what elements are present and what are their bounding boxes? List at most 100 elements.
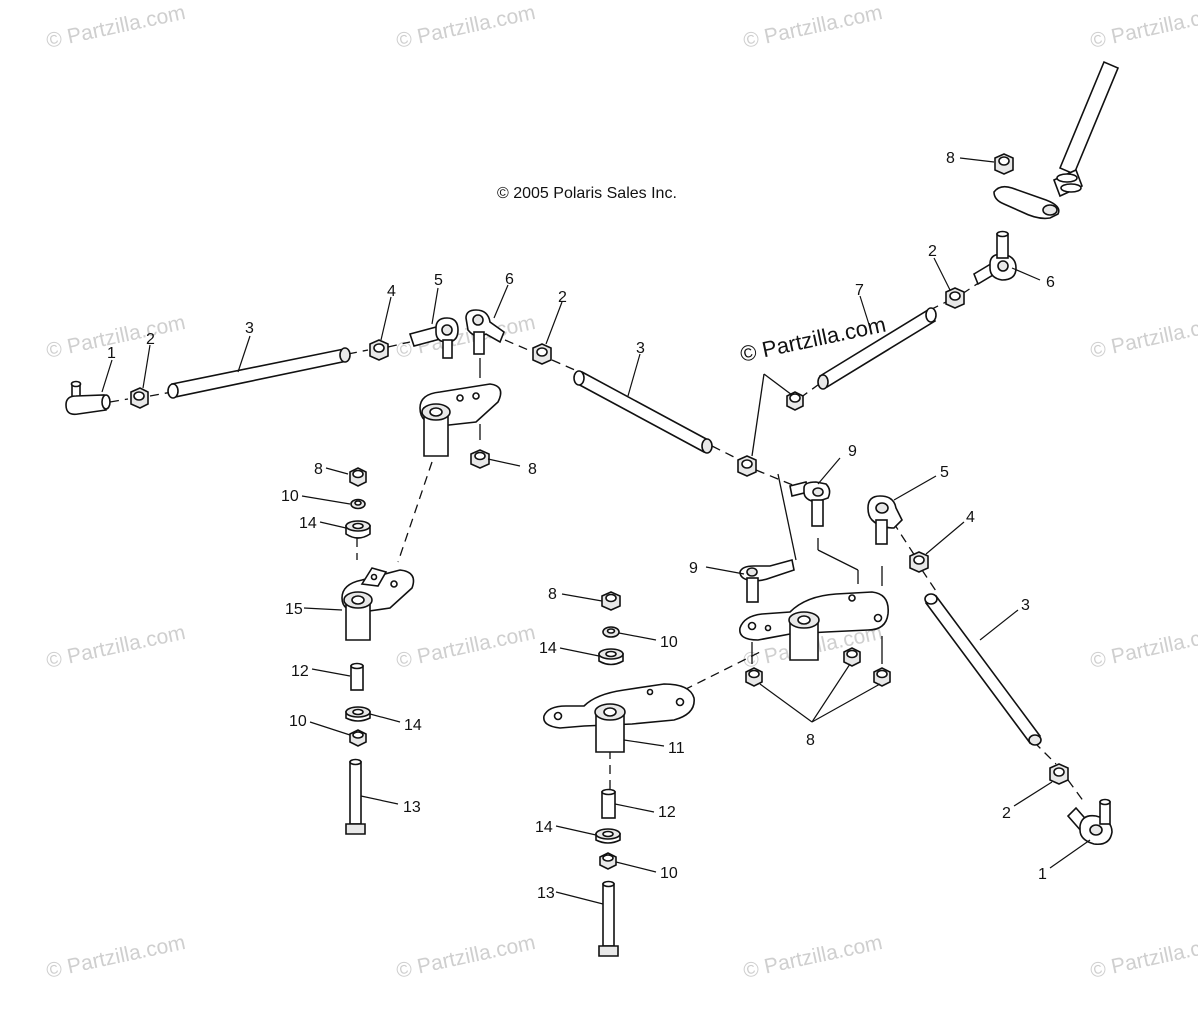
idler-arm-11[interactable] xyxy=(543,683,695,753)
spacer-14a[interactable] xyxy=(345,520,371,539)
tie-rod-tube-right[interactable] xyxy=(924,593,1042,746)
callout-8: 8 xyxy=(548,586,557,603)
bolt-13b[interactable] xyxy=(598,880,619,957)
callout-7: 7 xyxy=(855,282,864,299)
washer-10c[interactable] xyxy=(602,626,620,638)
callout-1: 1 xyxy=(107,345,116,362)
tie-rod-end-5[interactable] xyxy=(408,317,459,359)
assembly-line xyxy=(1067,779,1085,803)
callout-6: 6 xyxy=(1046,274,1055,291)
assembly-line xyxy=(711,445,741,461)
callout-1: 1 xyxy=(1038,866,1047,883)
callout-10: 10 xyxy=(660,865,678,882)
assembly-line xyxy=(504,339,534,353)
lock-nut-8e-2[interactable] xyxy=(843,647,861,667)
jam-nut-2d[interactable] xyxy=(1049,763,1069,785)
callout-15: 15 xyxy=(285,601,303,618)
watermark-text: © Partzilla.com xyxy=(394,621,537,673)
washer-10d[interactable] xyxy=(599,852,617,870)
callout-5: 5 xyxy=(940,464,949,481)
callout-10: 10 xyxy=(660,634,678,651)
center-plate-assembly[interactable] xyxy=(739,591,889,661)
tie-rod-tube-left[interactable] xyxy=(167,347,351,399)
bushing-12a[interactable] xyxy=(350,662,364,691)
assembly-line xyxy=(387,341,411,348)
lock-nut-8a[interactable] xyxy=(470,449,490,469)
spacer-14b[interactable] xyxy=(345,706,371,722)
idler-arm-15[interactable] xyxy=(341,567,415,641)
bolt-13a[interactable] xyxy=(345,758,366,835)
callout-3: 3 xyxy=(636,340,645,357)
jam-nut-2b[interactable] xyxy=(532,343,552,365)
callout-10: 10 xyxy=(289,713,307,730)
tie-rod-end-6-right[interactable] xyxy=(973,230,1017,286)
tie-rod-tube-7[interactable] xyxy=(817,307,937,390)
spacer-14d[interactable] xyxy=(595,828,621,844)
jam-nut-2-ur[interactable] xyxy=(786,391,804,411)
callout-9: 9 xyxy=(689,560,698,577)
assembly-line xyxy=(397,461,433,563)
lock-nut-8d[interactable] xyxy=(601,591,621,611)
tie-rod-end-9-lower[interactable] xyxy=(739,559,795,603)
assembly-line xyxy=(109,398,129,403)
jam-nut-2c[interactable] xyxy=(945,287,965,309)
callout-4: 4 xyxy=(387,283,396,300)
callout-9: 9 xyxy=(848,443,857,460)
copyright-notice: © 2005 Polaris Sales Inc. xyxy=(497,185,677,202)
watermark-text: © Partzilla.com xyxy=(1088,621,1198,673)
watermark-text: © Partzilla.com xyxy=(44,931,187,983)
callout-8: 8 xyxy=(314,461,323,478)
lock-nut-8b[interactable] xyxy=(349,467,367,487)
jam-nut-2e[interactable] xyxy=(737,455,757,477)
spacer-14c[interactable] xyxy=(598,648,624,666)
callout-2: 2 xyxy=(928,243,937,260)
assembly-line xyxy=(1033,741,1057,765)
watermark-text: © Partzilla.com xyxy=(741,931,884,983)
jam-nut-4[interactable] xyxy=(369,339,389,361)
lock-nut-8-top-right[interactable] xyxy=(994,153,1014,175)
bushing-12b[interactable] xyxy=(601,788,616,819)
callout-8: 8 xyxy=(806,732,815,749)
lock-nut-8e-1[interactable] xyxy=(745,667,763,687)
callout-3: 3 xyxy=(245,320,254,337)
watermark-text: © Partzilla.com xyxy=(741,1,884,53)
callout-12: 12 xyxy=(291,663,309,680)
tie-rod-end-6-left[interactable] xyxy=(465,309,505,355)
watermark-text: © Partzilla.com xyxy=(394,931,537,983)
callout-14: 14 xyxy=(299,515,317,532)
callout-8: 8 xyxy=(528,461,537,478)
callout-3: 3 xyxy=(1021,597,1030,614)
callout-2: 2 xyxy=(1002,805,1011,822)
steering-shaft-assembly[interactable] xyxy=(993,60,1120,220)
callout-14: 14 xyxy=(539,640,557,657)
callout-11: 11 xyxy=(668,740,685,757)
callout-13: 13 xyxy=(537,885,555,902)
callout-12: 12 xyxy=(658,804,676,821)
jam-nut-4b[interactable] xyxy=(909,551,929,573)
tie-rod-end-1-right[interactable] xyxy=(1066,798,1113,846)
lock-nut-8e-3[interactable] xyxy=(873,667,891,687)
jam-nut-left[interactable] xyxy=(130,387,149,409)
watermark-text: © Partzilla.com xyxy=(1088,311,1198,363)
washer-10b[interactable] xyxy=(349,729,367,747)
callout-14: 14 xyxy=(404,717,422,734)
watermark-text: © Partzilla.com xyxy=(44,621,187,673)
watermark-text: © Partzilla.com xyxy=(394,1,537,53)
assembly-line xyxy=(777,473,797,561)
watermark-layer: © Partzilla.com © Partzilla.com © Partzi… xyxy=(44,1,1198,983)
assembly-line xyxy=(755,469,801,489)
callout-labels: 1 2 3 4 5 6 2 3 8 8 2 6 7 9 9 5 4 3 2 1 … xyxy=(107,150,1055,902)
callout-8: 8 xyxy=(946,150,955,167)
tie-rod-tube-middle[interactable] xyxy=(573,370,713,454)
washer-10a[interactable] xyxy=(350,498,366,510)
assembly-line xyxy=(892,521,916,557)
callout-13: 13 xyxy=(403,799,421,816)
idler-arm-upper-left[interactable] xyxy=(419,383,502,457)
assembly-line xyxy=(347,349,369,355)
tie-rod-end-left[interactable] xyxy=(65,380,111,416)
tie-rod-end-9-upper[interactable] xyxy=(789,481,831,527)
tie-rod-end-5-right[interactable] xyxy=(867,495,903,545)
callout-2: 2 xyxy=(146,331,155,348)
